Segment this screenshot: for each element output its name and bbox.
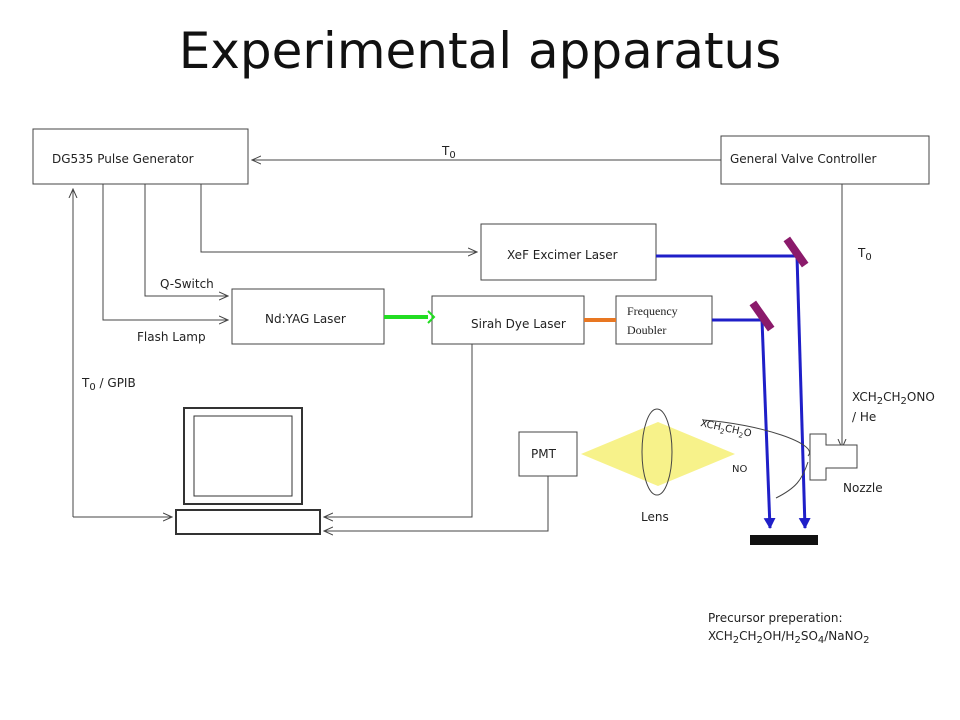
- nozzle-label: Nozzle: [843, 481, 883, 495]
- doubler-label-line1: Frequency: [627, 304, 678, 318]
- green-beam-head: [427, 310, 436, 324]
- sample-carrier-label: / He: [852, 410, 876, 424]
- radical-label: XCH2CH2O: [699, 418, 753, 442]
- pulse-generator-box: [32, 128, 249, 185]
- dye-to-computer-line: [324, 344, 473, 517]
- pmt-label: PMT: [531, 447, 557, 461]
- precursor-formula: XCH2CH2OH/H2SO4/NaNO2: [708, 629, 869, 646]
- no-label: NO: [732, 464, 747, 475]
- excimer-laser-box: [480, 223, 657, 281]
- pmt-box: [518, 431, 578, 477]
- jet-curve-upper: [702, 419, 811, 457]
- mirror-upper-icon: [783, 236, 809, 268]
- beam-dump: [750, 535, 818, 545]
- t0-top-label: T0: [441, 144, 456, 161]
- qswitch-line: [144, 184, 228, 296]
- valve-controller-label: General Valve Controller: [730, 152, 876, 166]
- lens-icon: [641, 408, 673, 496]
- valve-controller-box: [720, 135, 930, 185]
- lens-label: Lens: [641, 510, 669, 524]
- computer-base-icon: [175, 509, 321, 535]
- t0-gpib-label: T0 / GPIB: [81, 376, 136, 393]
- jet-curve-lower: [775, 461, 809, 499]
- excimer-beam-down: [795, 255, 811, 529]
- probe-beam-down: [760, 319, 776, 529]
- pulse-generator-label: DG535 Pulse Generator: [52, 152, 194, 166]
- doubler-label-line2: Doubler: [627, 323, 666, 337]
- pmt-to-computer-line: [324, 476, 549, 531]
- monitor-screen: [193, 415, 293, 497]
- mirror-lower-icon: [749, 300, 775, 332]
- fluorescence-region: [581, 422, 735, 486]
- dye-laser-label: Sirah Dye Laser: [471, 317, 566, 331]
- excimer-trigger-line: [200, 184, 477, 252]
- excimer-laser-label: XeF Excimer Laser: [507, 248, 618, 262]
- sample-label: XCH2CH2ONO: [852, 390, 935, 407]
- dye-laser-box: [431, 295, 585, 345]
- precursor-title: Precursor preperation:: [708, 611, 843, 625]
- frequency-doubler-box: [615, 295, 713, 345]
- flashlamp-label: Flash Lamp: [137, 330, 206, 344]
- ndyag-laser-label: Nd:YAG Laser: [265, 312, 346, 326]
- t0-right-label: T0: [857, 246, 872, 263]
- qswitch-label: Q-Switch: [160, 277, 214, 291]
- flashlamp-line: [102, 184, 228, 320]
- ndyag-laser-box: [231, 288, 385, 345]
- slide-title: Experimental apparatus: [178, 22, 782, 80]
- nozzle-icon: [809, 433, 858, 481]
